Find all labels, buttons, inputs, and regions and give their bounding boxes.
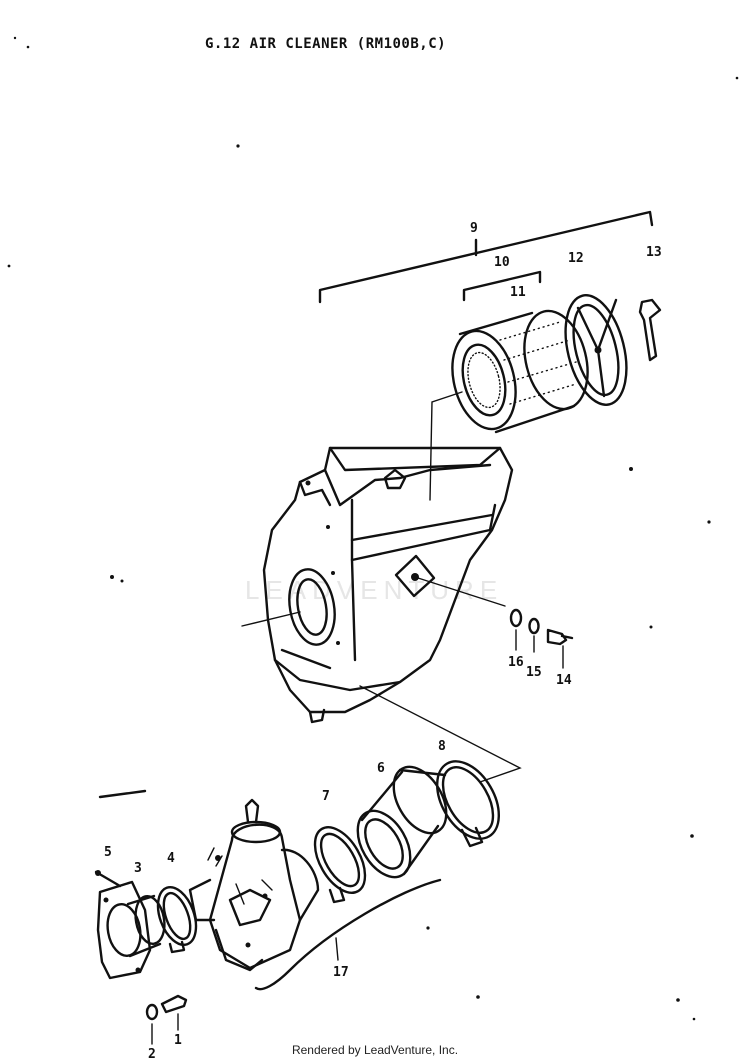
leader-filter-box (429, 391, 463, 501)
callouts: 9 10 11 12 13 16 15 14 8 6 7 5 3 4 17 2 … (104, 221, 662, 1060)
leader-box-boot (241, 611, 522, 783)
clamp-7 (313, 826, 367, 904)
screws (94, 870, 188, 1045)
air-cleaner-box (262, 446, 514, 724)
filter-element (451, 309, 589, 434)
callout-7: 7 (322, 789, 330, 804)
callout-12: 12 (568, 251, 584, 266)
callout-16: 16 (508, 655, 524, 670)
callout-4: 4 (167, 851, 175, 866)
callout-6: 6 (377, 761, 385, 776)
callout-11: 11 (510, 285, 526, 300)
callout-14: 14 (556, 673, 572, 688)
carburetor (188, 798, 320, 972)
callout-17: 17 (333, 965, 349, 980)
callout-9: 9 (470, 221, 478, 236)
scan-noise (7, 36, 739, 1021)
clamp-4 (156, 886, 198, 954)
footer-credit: Rendered by LeadVenture, Inc. (291, 1043, 459, 1057)
bracket-9 (318, 210, 654, 304)
callout-3: 3 (134, 861, 142, 876)
leader-bolt (417, 577, 506, 607)
callout-10: 10 (494, 255, 510, 270)
pin (638, 298, 662, 362)
callout-13: 13 (646, 245, 662, 260)
bolt-set (509, 608, 574, 669)
intake-pipe (96, 880, 166, 980)
bracket-10 (462, 270, 542, 302)
intake-boot (356, 765, 448, 879)
callout-1: 1 (174, 1033, 182, 1048)
hose (254, 878, 442, 991)
clamp-8 (436, 760, 500, 848)
callout-5: 5 (104, 845, 112, 860)
callout-8: 8 (438, 739, 446, 754)
filter-cap (564, 294, 628, 406)
callout-15: 15 (526, 665, 542, 680)
callout-2: 2 (148, 1047, 156, 1060)
diagram-title: G.12 AIR CLEANER (RM100B,C) (205, 36, 447, 52)
